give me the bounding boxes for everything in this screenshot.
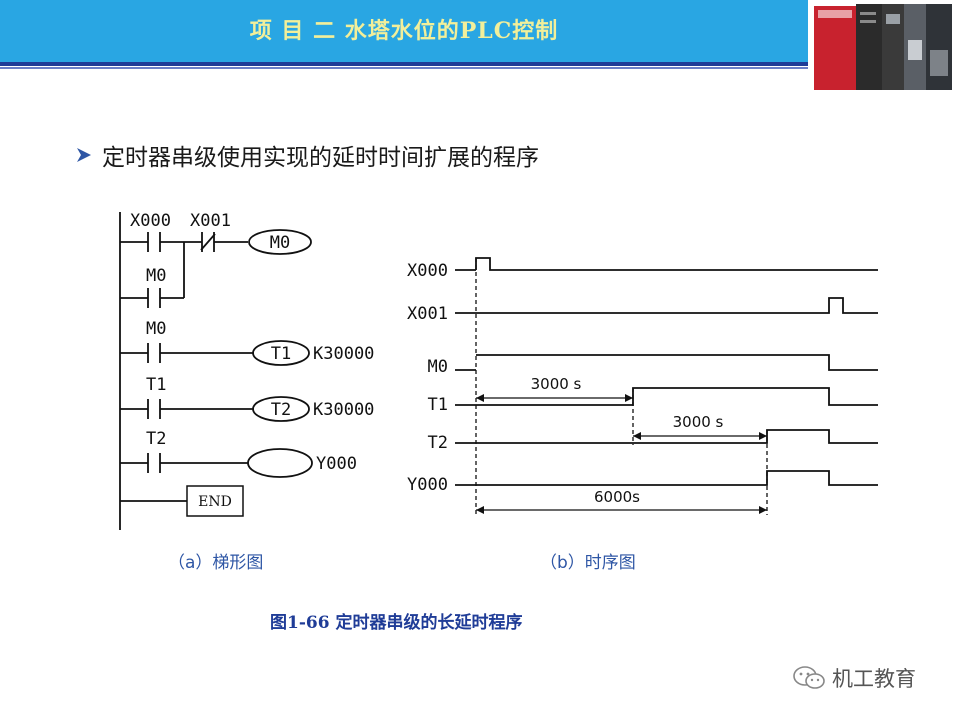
signal-label-x000: X000 — [407, 261, 448, 281]
ladder-labels: X000 X001 M0 M0 T1 T2 M0 T1 T2 K30000 K3… — [130, 211, 374, 510]
section-heading: 定时器串级使用实现的延时时间扩展的程序 — [74, 138, 539, 172]
contact-label-x000: X000 — [130, 211, 171, 231]
contact-label-m0-seal: M0 — [146, 266, 166, 286]
header-rule — [0, 62, 808, 66]
end-label: END — [198, 494, 232, 510]
signal-label-y000: Y000 — [407, 475, 448, 495]
plc-device-image — [808, 0, 960, 96]
timing-diagram — [455, 257, 878, 515]
caption-ladder: （a）梯形图 — [168, 553, 264, 573]
contact-label-t2: T2 — [146, 429, 166, 449]
duration-label-total: 6000s — [594, 488, 640, 506]
duration-label-t2: 3000 s — [673, 413, 724, 431]
contact-label-x001: X001 — [190, 211, 231, 231]
contact-label-t1: T1 — [146, 375, 166, 395]
header-banner — [0, 0, 808, 62]
watermark: 机工教育 — [792, 664, 916, 692]
figure-diagram: X000 X001 M0 M0 T1 T2 M0 T1 T2 K30000 K3… — [119, 211, 878, 530]
ladder-diagram — [119, 212, 313, 530]
figure-title: 图1-66 定时器串级的长延时程序 — [270, 613, 523, 633]
slide-title: 项 目 二 水塔水位的PLC控制 — [249, 18, 559, 44]
signal-label-x001: X001 — [407, 304, 448, 324]
output-label-y000: Y000 — [316, 454, 357, 474]
caption-timing: （b）时序图 — [540, 553, 636, 573]
timing-labels: X000 X001 M0 T1 T2 Y000 3000 s 3000 s 60… — [407, 261, 724, 506]
section-heading-text: 定时器串级使用实现的延时时间扩展的程序 — [102, 145, 539, 171]
wechat-icon — [793, 666, 825, 689]
duration-label-t1: 3000 s — [531, 375, 582, 393]
signal-label-m0: M0 — [428, 357, 448, 377]
header-rule-thin — [0, 67, 808, 69]
coil-label-m0: M0 — [270, 233, 290, 253]
constant-label-t1: K30000 — [313, 344, 374, 364]
coil-label-t1: T1 — [271, 344, 291, 364]
signal-label-t2: T2 — [428, 433, 448, 453]
constant-label-t2: K30000 — [313, 400, 374, 420]
signal-label-t1: T1 — [428, 395, 448, 415]
watermark-text: 机工教育 — [832, 667, 916, 691]
arrow-bullet-icon — [77, 148, 91, 162]
contact-label-m0: M0 — [146, 319, 166, 339]
coil-label-t2: T2 — [271, 400, 291, 420]
timing-arrowheads — [476, 394, 767, 514]
